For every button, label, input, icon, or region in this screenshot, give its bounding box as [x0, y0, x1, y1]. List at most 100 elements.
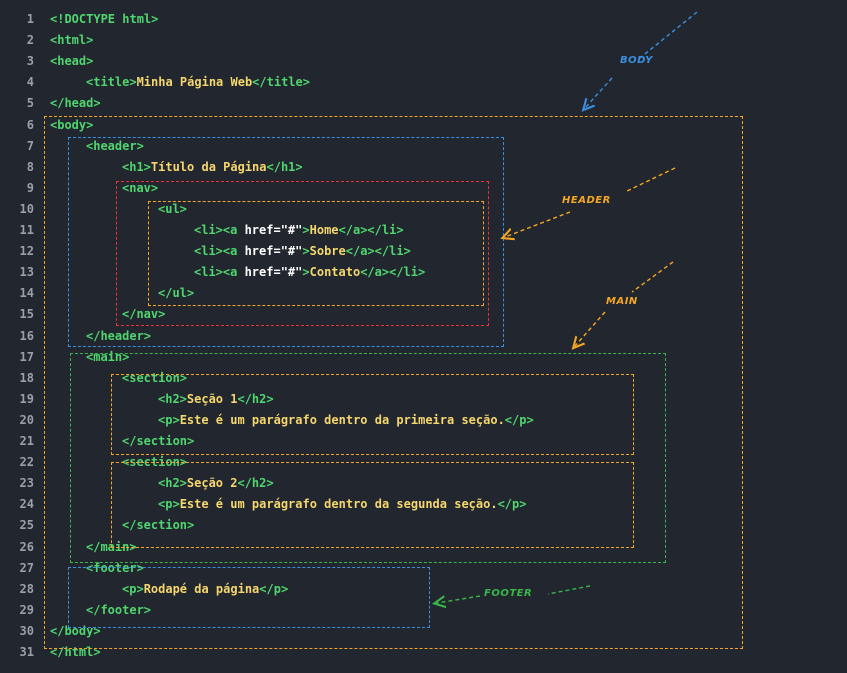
token-tag: <header> — [86, 138, 144, 153]
token-txt: Este é um parágrafo dentro da primeira s… — [179, 412, 505, 427]
ul-outline — [148, 201, 484, 306]
token-tag: </p> — [504, 412, 534, 427]
line-number: 7 — [26, 138, 34, 153]
token-tag: </section> — [122, 518, 195, 533]
section-2-outline — [111, 462, 634, 548]
line-number: 27 — [19, 560, 34, 575]
line-number: 30 — [19, 623, 34, 638]
line-number: 11 — [19, 223, 34, 237]
token-tag: <ul> — [158, 201, 187, 216]
token-tag: <p> — [122, 581, 144, 596]
token-txt: Seção 1 — [186, 391, 238, 406]
nav-outline — [116, 181, 489, 326]
token-tag: </a></li> — [345, 244, 411, 259]
token-txt: Este é um parágrafo dentro da segunda se… — [179, 497, 498, 512]
line-number: 6 — [26, 117, 34, 132]
token-tag: </p> — [497, 497, 527, 512]
line-number: 16 — [19, 328, 34, 343]
line-number: 4 — [26, 75, 34, 90]
token-tag: <body> — [50, 117, 94, 132]
line-number: 1 — [26, 12, 34, 26]
token-tag: <html> — [50, 33, 94, 48]
code-text: <p>Rodapé da página</p> — [122, 579, 288, 600]
line-number: 22 — [19, 455, 34, 470]
main-arrow — [575, 261, 674, 346]
token-attr: href= — [244, 244, 281, 259]
line-number: 18 — [19, 370, 34, 385]
token-tag: <!DOCTYPE html> — [50, 12, 159, 26]
token-txt: Contato — [309, 265, 361, 280]
section-1-outline — [111, 374, 634, 455]
line-number: 10 — [19, 201, 34, 216]
token-str: "#" — [280, 244, 303, 259]
token-txt: Home — [309, 223, 339, 237]
token-tag: <head> — [50, 54, 94, 69]
token-tag: </title> — [252, 75, 310, 90]
code-text: </footer> — [86, 600, 151, 621]
code-text: <nav> — [122, 178, 158, 199]
token-tag: <h1> — [122, 159, 151, 174]
code-text: <title>Minha Página Web</title> — [86, 72, 310, 93]
header-arrow — [505, 167, 676, 237]
token-tag: </ul> — [158, 286, 195, 301]
token-tag: </h1> — [266, 159, 303, 174]
token-tag: </p> — [259, 581, 289, 596]
token-tag: </header> — [86, 328, 152, 343]
line-number: 9 — [26, 180, 34, 195]
token-tag: <p> — [158, 412, 180, 427]
token-tag: </a></li> — [338, 223, 404, 237]
line-number: 8 — [26, 159, 34, 174]
line-number: 14 — [19, 286, 34, 301]
token-txt: Minha Página Web — [136, 75, 253, 90]
body-outline — [44, 116, 743, 649]
code-text: <!DOCTYPE html> — [50, 9, 158, 30]
token-tag: </head> — [50, 96, 101, 111]
main-label: MAIN — [606, 296, 638, 307]
line-number: 31 — [19, 645, 34, 659]
token-tag: </footer> — [86, 602, 152, 617]
token-tag: <li><a — [194, 223, 245, 237]
line-number: 3 — [26, 54, 34, 69]
main-outline — [70, 353, 666, 563]
line-number: 2 — [26, 33, 34, 48]
code-text: <h1>Título da Página</h1> — [122, 157, 303, 178]
footer-label: FOOTER — [484, 588, 533, 599]
code-text: <li><a href="#">Sobre</a></li> — [194, 241, 411, 262]
token-attr: href= — [244, 223, 281, 237]
code-text: <html> — [50, 30, 93, 51]
token-tag: <li><a — [194, 244, 245, 259]
code-text: </section> — [122, 515, 194, 536]
line-number: 28 — [19, 581, 34, 596]
token-tag: </section> — [122, 434, 195, 448]
token-tag: <p> — [158, 497, 180, 512]
code-text: </ul> — [158, 283, 194, 304]
code-text: <body> — [50, 115, 93, 136]
token-tag: <h2> — [158, 391, 187, 406]
token-txt: Sobre — [309, 244, 346, 259]
code-text: </section> — [122, 431, 194, 452]
code-text: <p>Este é um parágrafo dentro da segunda… — [158, 494, 526, 515]
line-number: 12 — [19, 244, 34, 259]
token-tag: > — [302, 223, 310, 237]
body-label: BODY — [620, 55, 653, 66]
token-txt: Seção 2 — [186, 476, 238, 491]
code-text: <ul> — [158, 199, 187, 220]
token-str: "#" — [280, 265, 303, 280]
code-text: <header> — [86, 136, 144, 157]
line-number: 24 — [19, 497, 34, 512]
token-txt: Título da Página — [150, 159, 267, 174]
code-text: </head> — [50, 93, 101, 114]
header-label: HEADER — [562, 195, 611, 206]
code-text: <h2>Seção 1</h2> — [158, 389, 274, 410]
token-tag: </h2> — [237, 391, 274, 406]
token-tag: <title> — [86, 75, 137, 90]
code-text: <li><a href="#">Home</a></li> — [194, 220, 404, 241]
token-tag: </a></li> — [360, 265, 426, 280]
line-number: 13 — [19, 265, 34, 280]
token-tag: > — [302, 265, 310, 280]
code-text: <p>Este é um parágrafo dentro da primeir… — [158, 410, 534, 431]
code-text: <head> — [50, 51, 93, 72]
token-str: "#" — [280, 223, 303, 237]
